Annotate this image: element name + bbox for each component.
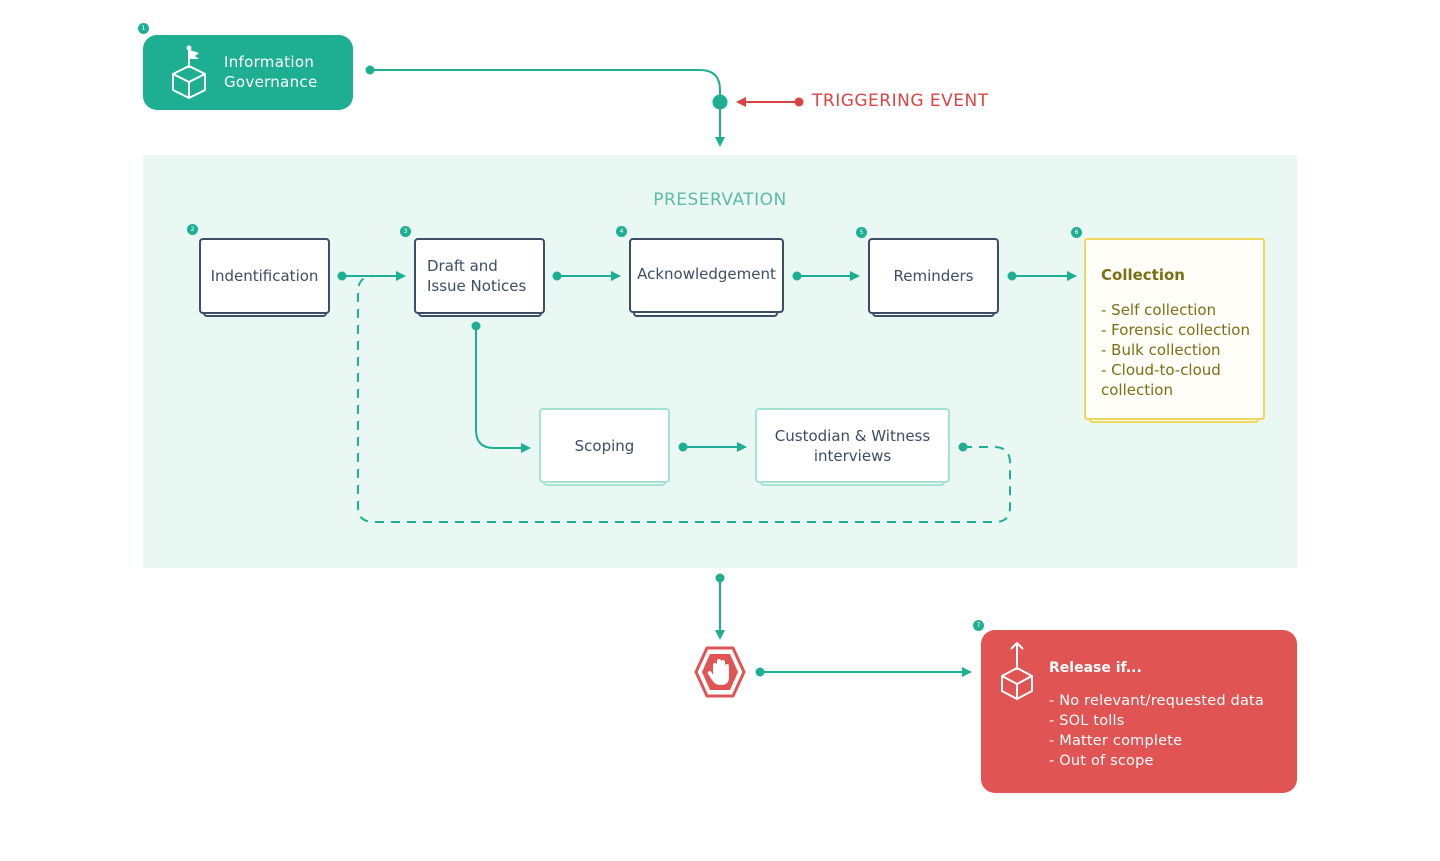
card-shadow [203, 311, 327, 317]
step-badge-3: 3 [400, 226, 411, 237]
reminders-label: Reminders [893, 267, 974, 285]
step-badge-1: 1 [138, 23, 149, 34]
card-shadow [418, 311, 542, 317]
draft-notices-label: Draft and Issue Notices [427, 257, 527, 295]
step-badge-2: 2 [187, 224, 198, 235]
step-badge-6: 6 [1071, 227, 1082, 238]
scoping-card: Scoping [539, 408, 670, 483]
ack-to-reminders-connector [792, 271, 860, 281]
card-shadow [543, 480, 666, 486]
draft-notices-card: Draft and Issue Notices [414, 238, 545, 314]
stop-to-release-connector [755, 667, 972, 677]
interviews-loop-connector [357, 275, 1011, 523]
box-upload-icon [1001, 642, 1033, 700]
step-badge-4: 4 [616, 226, 627, 237]
preservation-title: PRESERVATION [653, 190, 787, 210]
triggering-event-label: TRIGGERING EVENT [812, 91, 989, 111]
scoping-label: Scoping [574, 436, 635, 455]
reminders-card: Reminders [868, 238, 999, 314]
card-shadow [760, 480, 945, 486]
trigger-connector [736, 97, 804, 107]
information-governance-label: Information Governance [224, 53, 318, 91]
release-items: - No relevant/requested data - SOL tolls… [1049, 693, 1265, 769]
stop-hand-icon [694, 646, 746, 698]
card-shadow [633, 311, 778, 317]
draft-to-scoping-connector [471, 321, 531, 453]
scoping-to-interviews-connector [678, 442, 747, 452]
information-governance-box: Information Governance [143, 35, 353, 110]
step-badge-7: 7 [973, 620, 984, 631]
collection-items: - Self collection - Forensic collection … [1101, 301, 1250, 399]
box-flag-icon [172, 45, 206, 99]
collection-card: Collection - Self collection - Forensic … [1084, 238, 1265, 420]
release-title: Release if... [1049, 660, 1142, 676]
ig-to-preservation-connector [365, 65, 728, 147]
reminders-to-collection-connector [1007, 271, 1077, 281]
acknowledgement-label: Acknowledgement [637, 265, 776, 284]
draft-to-ack-connector [552, 271, 621, 281]
card-shadow [1089, 417, 1259, 423]
step-badge-5: 5 [856, 227, 867, 238]
release-box: Release if... - No relevant/requested da… [981, 630, 1297, 793]
identification-card: Indentification [199, 238, 330, 314]
collection-title: Collection [1101, 266, 1185, 284]
acknowledgement-card: Acknowledgement [629, 238, 784, 313]
card-shadow [872, 311, 995, 317]
interviews-card: Custodian & Witness interviews [755, 408, 950, 483]
interviews-label: Custodian & Witness interviews [774, 426, 931, 465]
preservation-to-stop-connector [715, 573, 725, 640]
identification-label: Indentification [210, 267, 319, 285]
